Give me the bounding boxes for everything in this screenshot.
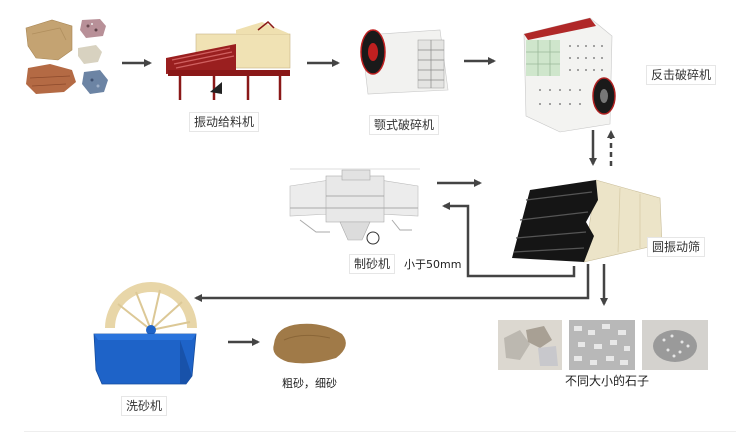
sand-washing-machine-image xyxy=(93,282,197,385)
jaw-crusher-label: 颚式破碎机 xyxy=(369,115,440,135)
raw-stones-image xyxy=(25,19,108,94)
sand-making-machine-image xyxy=(289,168,420,245)
vibrating-feeder-label: 振动给料机 xyxy=(189,112,260,132)
stone-products-label: 不同大小的石子 xyxy=(565,374,650,388)
impact-crusher-image xyxy=(523,17,616,133)
arrow-screen-to-washer xyxy=(194,264,590,302)
impact-crusher-label: 反击破碎机 xyxy=(646,65,717,85)
sand-making-machine-label: 制砂机 xyxy=(349,254,396,274)
size-limit-note: 小于50mm xyxy=(404,258,462,271)
stone-products-images xyxy=(498,320,708,370)
vibrating-feeder-image xyxy=(166,20,291,100)
sand-product-label: 粗砂，细砂 xyxy=(282,377,337,390)
circular-vibrating-screen-image xyxy=(512,179,663,263)
sand-washing-machine-label: 洗砂机 xyxy=(121,396,168,416)
jaw-crusher-image xyxy=(360,29,449,95)
circular-vibrating-screen-label: 圆振动筛 xyxy=(647,237,706,257)
arrow-screen-to-sandmaker xyxy=(442,202,576,278)
sand-pile-image xyxy=(273,323,346,364)
